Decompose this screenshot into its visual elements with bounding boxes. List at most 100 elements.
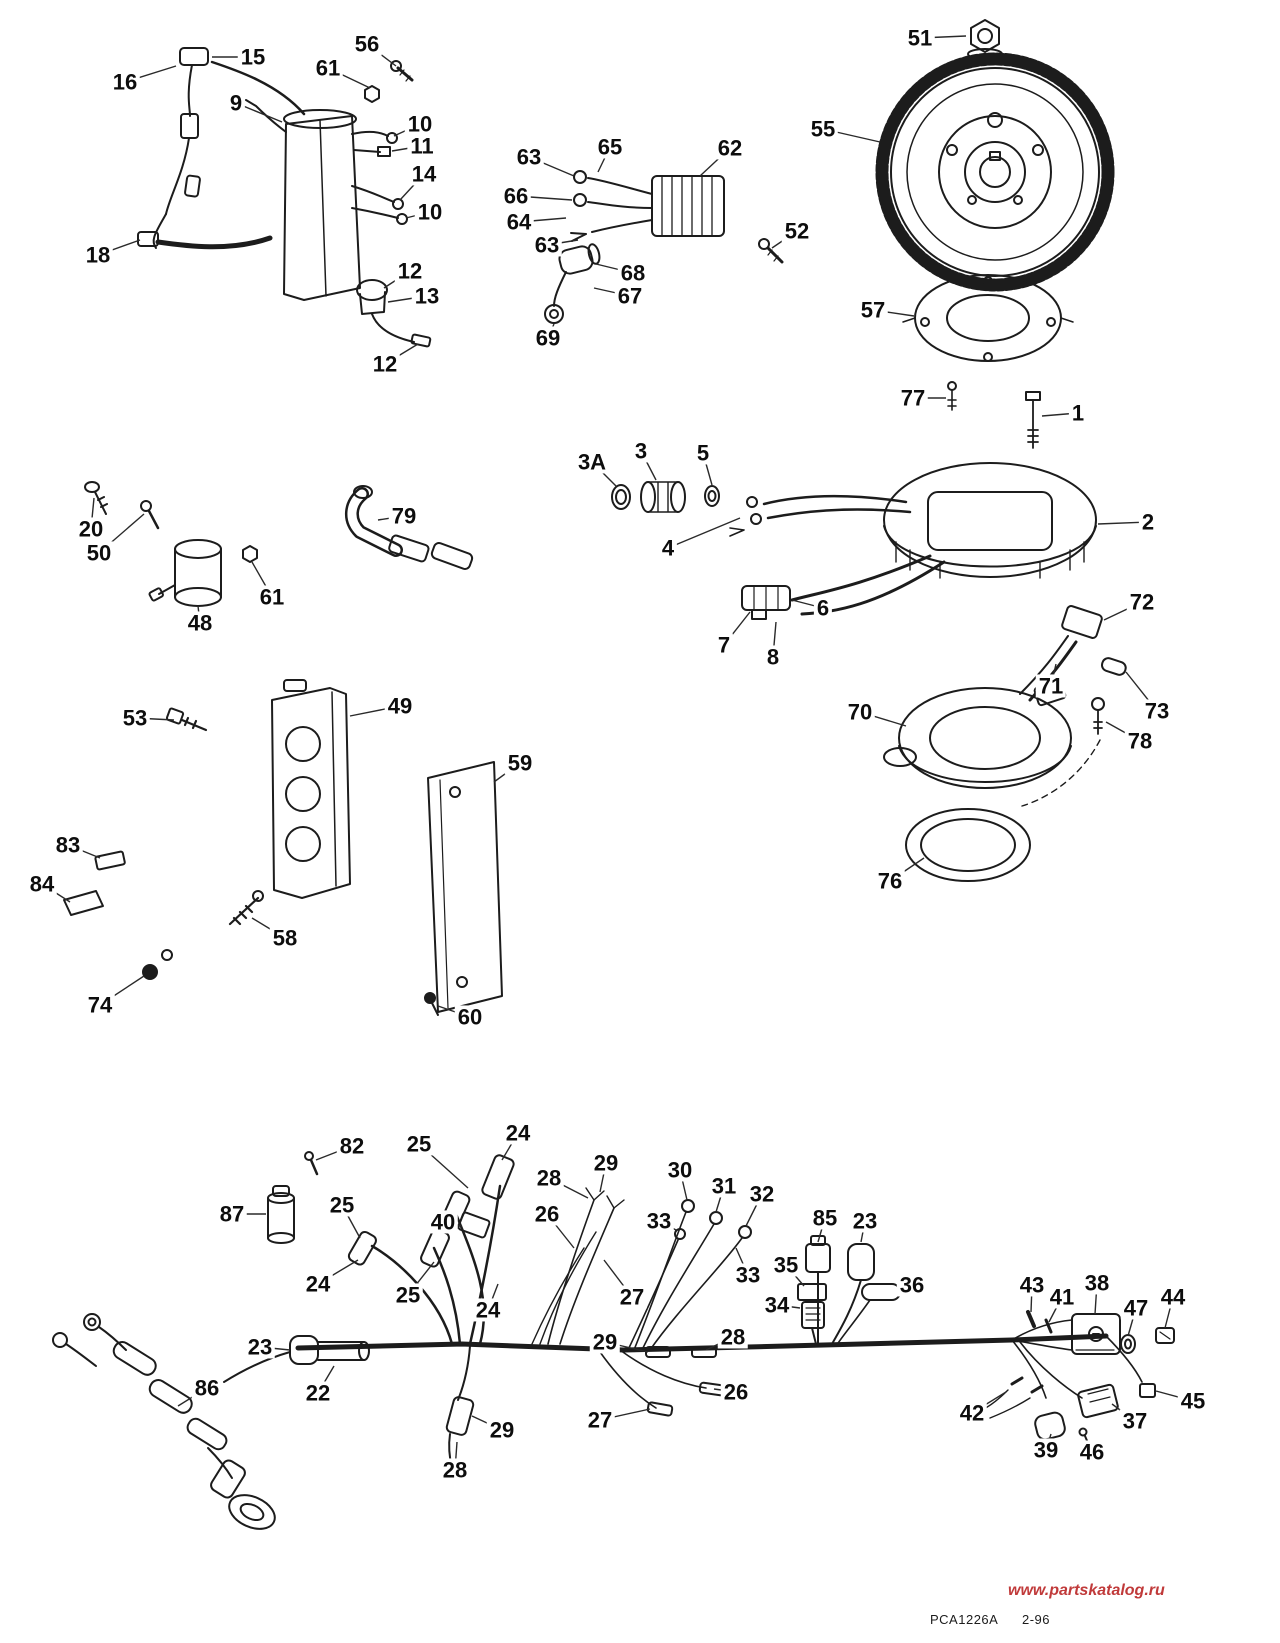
part-callout-10: 10 xyxy=(404,112,436,136)
part-callout-15: 15 xyxy=(237,45,269,69)
part-callout-26: 26 xyxy=(531,1202,563,1226)
flywheel-drawing xyxy=(875,19,1115,449)
part-callout-3: 3 xyxy=(631,439,651,463)
part-callout-24: 24 xyxy=(472,1298,504,1322)
diagram-date: 2-96 xyxy=(1022,1612,1051,1627)
part-callout-7: 7 xyxy=(714,633,734,657)
part-callout-46: 46 xyxy=(1076,1440,1108,1464)
part-callout-67: 67 xyxy=(614,284,646,308)
part-callout-61: 61 xyxy=(312,56,344,80)
part-callout-18: 18 xyxy=(82,243,114,267)
part-callout-13: 13 xyxy=(411,284,443,308)
part-callout-84: 84 xyxy=(26,872,58,896)
part-callout-79: 79 xyxy=(388,504,420,528)
rectifier-assembly-drawing xyxy=(544,170,784,324)
wiring-harness-drawing xyxy=(52,1151,1175,1530)
part-callout-63: 63 xyxy=(513,145,545,169)
part-callout-70: 70 xyxy=(844,700,876,724)
part-callout-32: 32 xyxy=(746,1182,778,1206)
part-callout-12: 12 xyxy=(369,352,401,376)
part-callout-27: 27 xyxy=(584,1408,616,1432)
part-callout-39: 39 xyxy=(1030,1438,1062,1462)
part-callout-9: 9 xyxy=(226,91,246,115)
part-callout-24: 24 xyxy=(302,1272,334,1296)
part-callout-6: 6 xyxy=(813,596,833,620)
part-callout-37: 37 xyxy=(1119,1409,1151,1433)
part-callout-29: 29 xyxy=(590,1151,622,1175)
part-callout-68: 68 xyxy=(617,261,649,285)
part-callout-36: 36 xyxy=(896,1273,928,1297)
part-callout-60: 60 xyxy=(454,1005,486,1029)
part-callout-49: 49 xyxy=(384,694,416,718)
part-callout-28: 28 xyxy=(439,1458,471,1482)
part-callout-25: 25 xyxy=(392,1283,424,1307)
part-callout-27: 27 xyxy=(616,1285,648,1309)
part-callout-83: 83 xyxy=(52,833,84,857)
part-callout-16: 16 xyxy=(109,70,141,94)
part-callout-78: 78 xyxy=(1124,729,1156,753)
part-callout-33: 33 xyxy=(732,1263,764,1287)
part-callout-41: 41 xyxy=(1046,1285,1078,1309)
part-callout-51: 51 xyxy=(904,26,936,50)
part-callout-25: 25 xyxy=(403,1132,435,1156)
part-callout-35: 35 xyxy=(770,1253,802,1277)
mounting-bracket-drawing xyxy=(63,679,503,1016)
part-callout-58: 58 xyxy=(269,926,301,950)
part-callout-66: 66 xyxy=(500,184,532,208)
part-callout-65: 65 xyxy=(594,135,626,159)
part-callout-42: 42 xyxy=(956,1401,988,1425)
part-callout-64: 64 xyxy=(503,210,535,234)
part-callout-29: 29 xyxy=(486,1418,518,1442)
part-callout-72: 72 xyxy=(1126,590,1158,614)
part-callout-53: 53 xyxy=(119,706,151,730)
part-callout-34: 34 xyxy=(761,1293,793,1317)
part-callout-62: 62 xyxy=(714,136,746,160)
part-callout-76: 76 xyxy=(874,869,906,893)
part-callout-43: 43 xyxy=(1016,1273,1048,1297)
part-callout-61: 61 xyxy=(256,585,288,609)
part-callout-25: 25 xyxy=(326,1193,358,1217)
part-callout-56: 56 xyxy=(351,32,383,56)
part-callout-28: 28 xyxy=(533,1166,565,1190)
part-callout-30: 30 xyxy=(664,1158,696,1182)
part-callout-4: 4 xyxy=(658,536,678,560)
part-callout-24: 24 xyxy=(502,1121,534,1145)
part-callout-69: 69 xyxy=(532,326,564,350)
part-callout-14: 14 xyxy=(408,162,440,186)
part-callout-50: 50 xyxy=(83,541,115,565)
part-callout-23: 23 xyxy=(849,1209,881,1233)
part-callout-23: 23 xyxy=(244,1335,276,1359)
stator-drawing xyxy=(611,462,1097,620)
ignition-coil-drawing xyxy=(84,481,474,607)
part-callout-86: 86 xyxy=(191,1376,223,1400)
part-callout-3A: 3A xyxy=(574,450,610,474)
part-callout-73: 73 xyxy=(1141,699,1173,723)
part-callout-77: 77 xyxy=(897,386,929,410)
part-callout-11: 11 xyxy=(407,134,437,158)
part-callout-71: 71 xyxy=(1035,674,1067,698)
part-callout-38: 38 xyxy=(1081,1271,1113,1295)
part-callout-22: 22 xyxy=(302,1381,334,1405)
part-callout-1: 1 xyxy=(1068,401,1088,425)
part-callout-63: 63 xyxy=(531,233,563,257)
part-callout-57: 57 xyxy=(857,298,889,322)
part-callout-82: 82 xyxy=(336,1134,368,1158)
part-callout-26: 26 xyxy=(720,1380,752,1404)
part-callout-29: 29 xyxy=(589,1330,621,1354)
part-callout-59: 59 xyxy=(504,751,536,775)
part-callout-52: 52 xyxy=(781,219,813,243)
part-callout-44: 44 xyxy=(1157,1285,1189,1309)
part-callout-20: 20 xyxy=(75,517,107,541)
part-callout-2: 2 xyxy=(1138,510,1158,534)
part-callout-12: 12 xyxy=(394,259,426,283)
part-callout-31: 31 xyxy=(708,1174,740,1198)
part-callout-74: 74 xyxy=(84,993,116,1017)
part-callout-5: 5 xyxy=(693,441,713,465)
part-callout-28: 28 xyxy=(717,1325,749,1349)
part-callout-48: 48 xyxy=(184,611,216,635)
part-callout-10: 10 xyxy=(414,200,446,224)
part-callout-55: 55 xyxy=(807,117,839,141)
part-callout-33: 33 xyxy=(643,1209,675,1233)
